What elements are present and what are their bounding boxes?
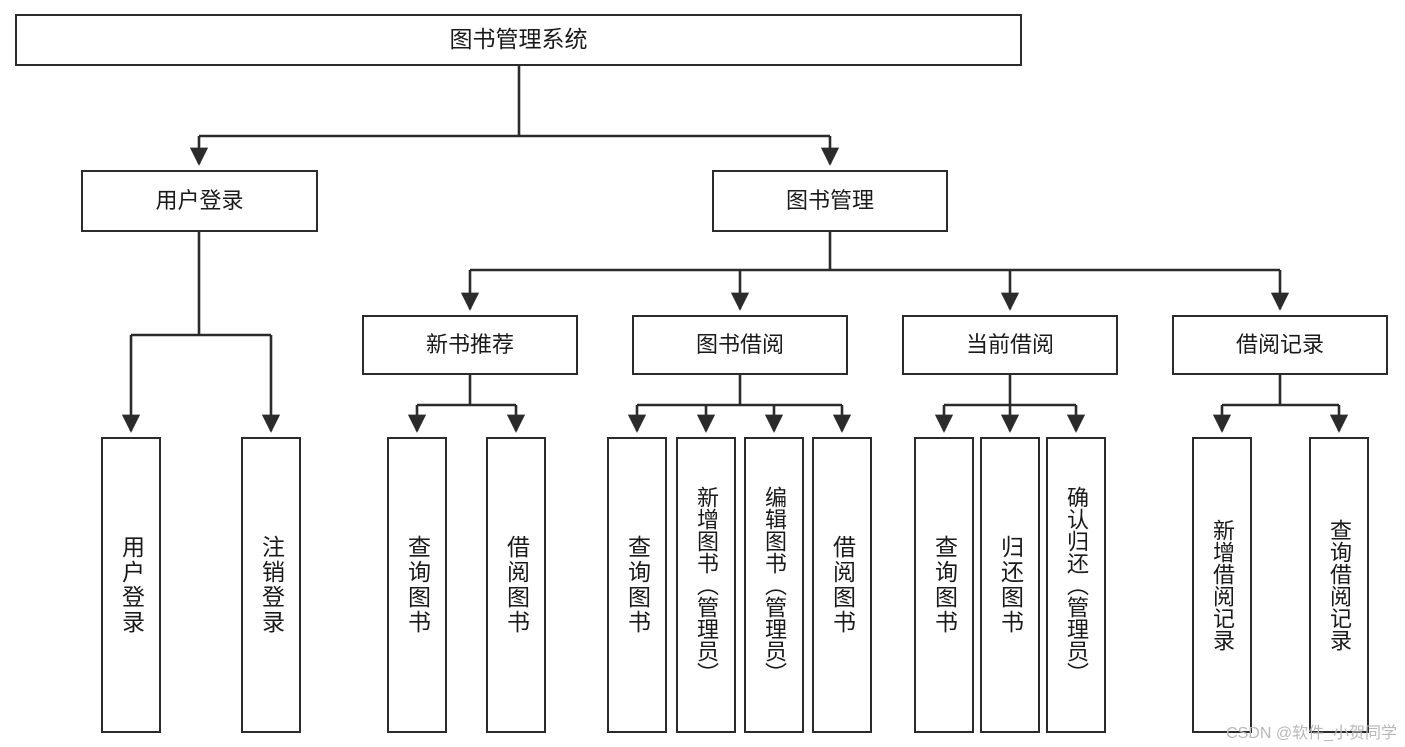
node-current-borrow-label: 当前借阅	[965, 332, 1054, 358]
node-root[interactable]: 图书管理系统	[15, 14, 1022, 66]
node-leaf-borrow-book-2-label: 借阅图书	[829, 535, 856, 635]
node-book-borrow[interactable]: 图书借阅	[632, 315, 848, 375]
node-leaf-add-book[interactable]: 新增图书（管理员）	[676, 437, 736, 733]
node-leaf-query-book-3[interactable]: 查询图书	[914, 437, 974, 733]
node-leaf-query-record[interactable]: 查询借阅记录	[1309, 437, 1369, 733]
node-leaf-query-book-2-label: 查询图书	[624, 535, 651, 635]
node-book-manage[interactable]: 图书管理	[712, 170, 948, 232]
node-leaf-logout[interactable]: 注销登录	[241, 437, 301, 733]
node-user-login[interactable]: 用户登录	[81, 170, 318, 232]
node-leaf-confirm-return[interactable]: 确认归还（管理员）	[1046, 437, 1106, 733]
node-leaf-confirm-return-label: 确认归还（管理员）	[1064, 486, 1089, 684]
node-leaf-borrow-book-1[interactable]: 借阅图书	[486, 437, 546, 733]
node-leaf-add-record-label: 新增借阅记录	[1210, 519, 1235, 651]
node-leaf-return-book-label: 归还图书	[997, 535, 1024, 635]
node-leaf-edit-book-label: 编辑图书（管理员）	[762, 486, 787, 684]
node-book-borrow-label: 图书借阅	[695, 332, 784, 358]
watermark: CSDN @软件_小贺同学	[1226, 725, 1397, 742]
node-leaf-query-book-1[interactable]: 查询图书	[387, 437, 447, 733]
node-leaf-add-book-label: 新增图书（管理员）	[694, 486, 719, 684]
node-new-book-rec[interactable]: 新书推荐	[362, 315, 578, 375]
node-book-manage-label: 图书管理	[785, 188, 874, 214]
node-borrow-record[interactable]: 借阅记录	[1172, 315, 1388, 375]
node-leaf-return-book[interactable]: 归还图书	[980, 437, 1040, 733]
node-leaf-edit-book[interactable]: 编辑图书（管理员）	[744, 437, 804, 733]
node-leaf-logout-label: 注销登录	[258, 535, 285, 635]
node-leaf-borrow-book-1-label: 借阅图书	[503, 535, 530, 635]
node-leaf-query-book-1-label: 查询图书	[404, 535, 431, 635]
node-leaf-borrow-book-2[interactable]: 借阅图书	[812, 437, 872, 733]
node-borrow-record-label: 借阅记录	[1235, 332, 1324, 358]
node-leaf-query-book-3-label: 查询图书	[931, 535, 958, 635]
node-leaf-query-book-2[interactable]: 查询图书	[607, 437, 667, 733]
node-current-borrow[interactable]: 当前借阅	[902, 315, 1118, 375]
node-leaf-add-record[interactable]: 新增借阅记录	[1192, 437, 1252, 733]
node-root-label: 图书管理系统	[449, 26, 588, 53]
node-leaf-user-login[interactable]: 用户登录	[101, 437, 161, 733]
node-leaf-user-login-label: 用户登录	[118, 535, 145, 635]
node-user-login-label: 用户登录	[155, 188, 244, 214]
node-new-book-rec-label: 新书推荐	[425, 332, 514, 358]
node-leaf-query-record-label: 查询借阅记录	[1327, 519, 1352, 651]
